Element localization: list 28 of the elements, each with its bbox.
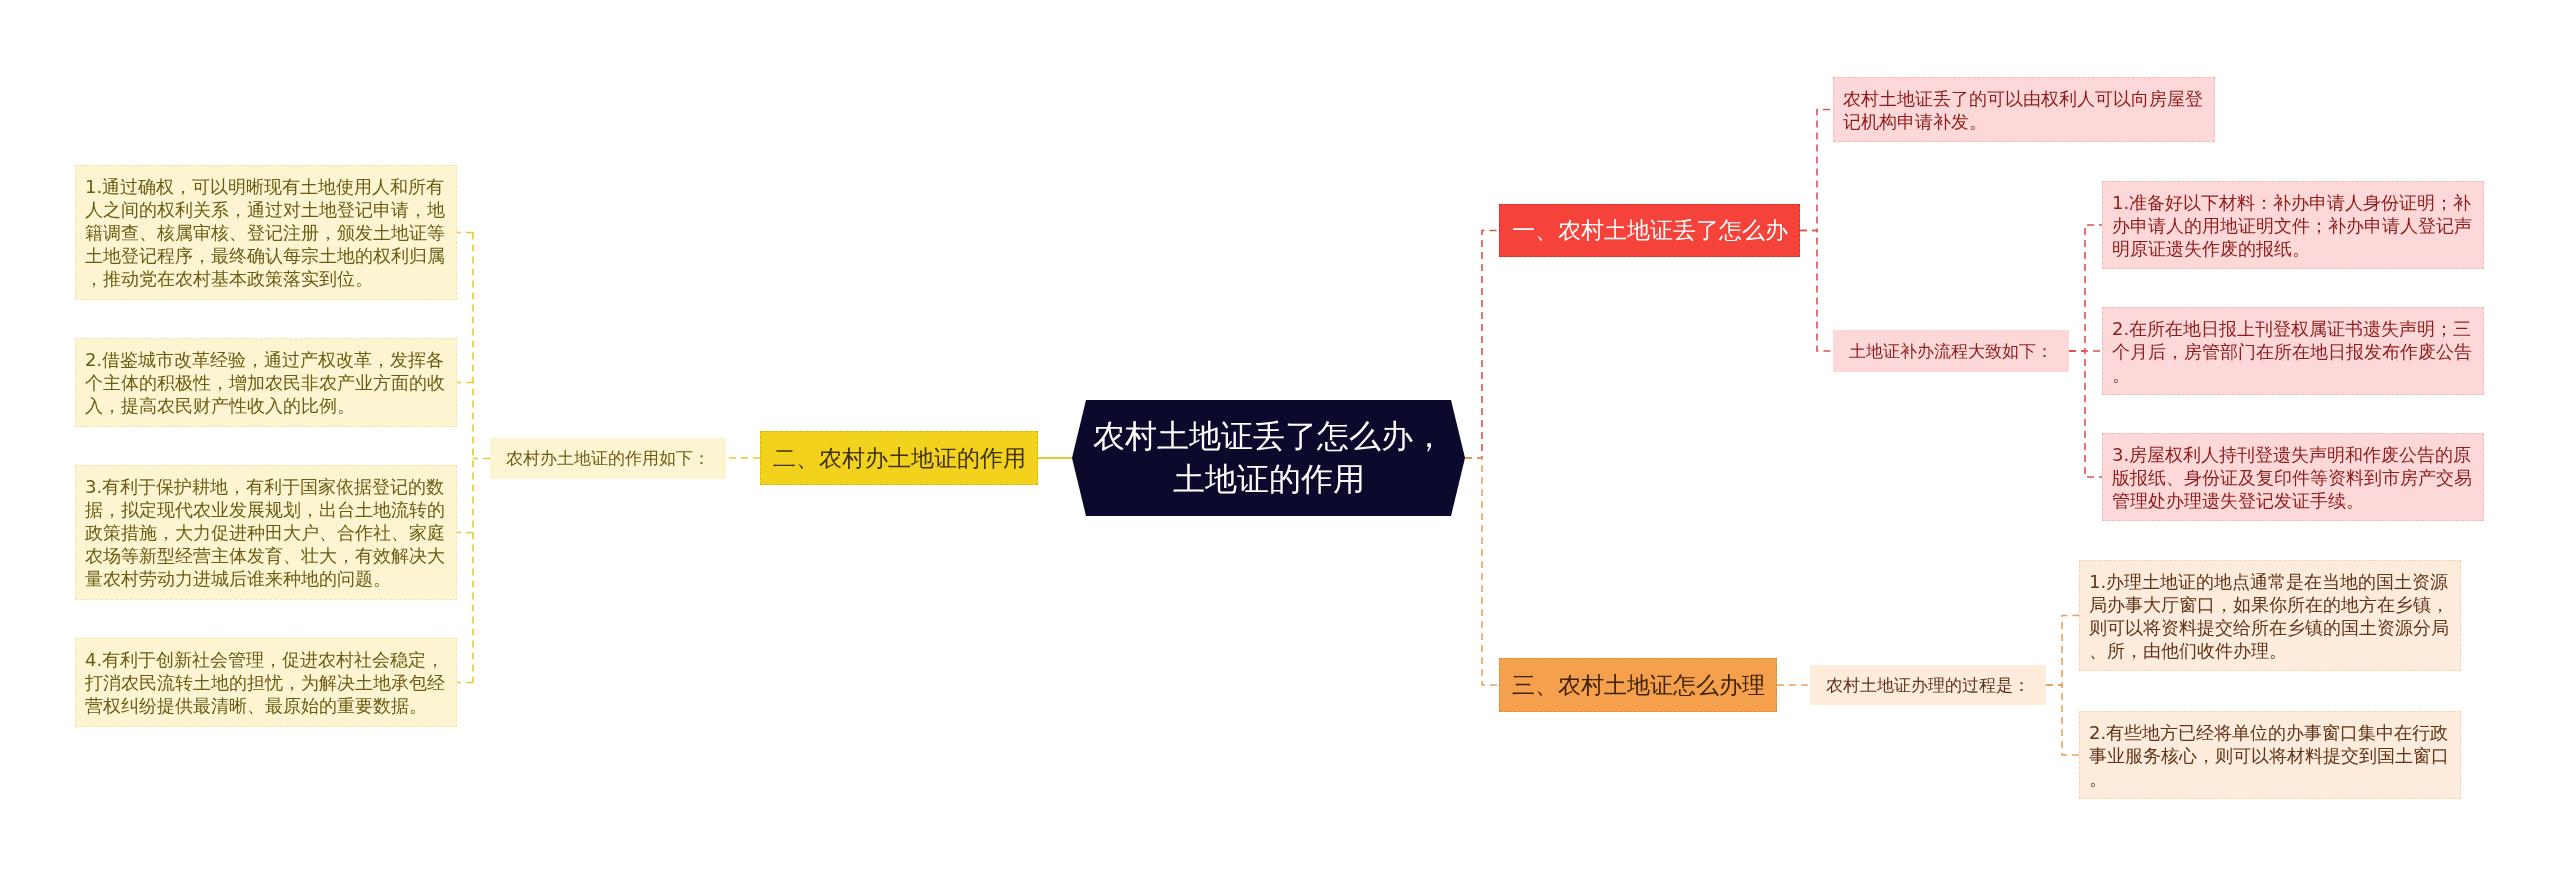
subtopic-box: 农村办土地证的作用如下： bbox=[490, 438, 726, 479]
connector-line bbox=[2045, 684, 2080, 756]
connector-line bbox=[1776, 684, 1811, 686]
topic-box: 三、农村土地证怎么办理 bbox=[1499, 658, 1777, 712]
note-box: 4.有利于创新社会管理，促进农村社会稳定，打消农民流转土地的担忧，为解决土地承包经营权纠纷提供最清晰、最原始的重要数据。 bbox=[75, 638, 457, 727]
note-box: 1.通过确权，可以明晰现有土地使用人和所有人之间的权利关系，通过对土地登记申请，地籍调查、核属审核、登记注册，颁发土地证等土地登记程序，最终确认每宗土地的权利归属，推动党在农村基本政策落实到位。 bbox=[75, 165, 457, 300]
subtopic-box: 农村土地证办理的过程是： bbox=[1810, 665, 2046, 705]
connector-line bbox=[456, 531, 474, 534]
central-topic-hexagon: 农村土地证丢了怎么办，土地证的作用 bbox=[1072, 400, 1465, 516]
topic-box: 二、农村办土地证的作用 bbox=[760, 431, 1038, 485]
connector-line bbox=[1037, 457, 1073, 459]
connector-line bbox=[472, 231, 491, 684]
connector-line bbox=[1799, 229, 1834, 352]
note-box: 1.办理土地证的地点通常是在当地的国土资源局办事大厅窗口，如果你所在的地方在乡镇，则可以将资料提交给所在乡镇的国土资源分局、所，由他们收件办理。 bbox=[2079, 560, 2461, 671]
subtopic-box: 土地证补办流程大致如下： bbox=[1833, 330, 2069, 372]
connector-line bbox=[456, 681, 474, 684]
note-box: 2.在所在地日报上刊登权属证书遗失声明；三个月后，房管部门在所在地日报发布作废公告。 bbox=[2102, 307, 2484, 395]
note-box: 2.有些地方已经将单位的办事窗口集中在行政事业服务核心，则可以将材料提交到国土窗口。 bbox=[2079, 711, 2461, 799]
note-box: 3.有利于保护耕地，有利于国家依据登记的数据，拟定现代农业发展规划，出台土地流转的政策措施，大力促进种田大户、合作社、家庭农场等新型经营主体发育、壮大，有效解决大量农村劳动力进城后谁来种地的问题。 bbox=[75, 465, 457, 600]
connector-line bbox=[2068, 350, 2103, 478]
note-box: 3.房屋权利人持刊登遗失声明和作废公告的原版报纸、身份证及复印件等资料到市房产交易管理处办理遗失登记发证手续。 bbox=[2102, 433, 2484, 521]
note-box: 2.借鉴城市改革经验，通过产权改革，发挥各个主体的积极性，增加农民非农产业方面的收入，提高农民财产性收入的比例。 bbox=[75, 338, 457, 427]
connector-line bbox=[456, 231, 474, 234]
topic-box: 一、农村土地证丢了怎么办 bbox=[1499, 204, 1800, 257]
connector-line bbox=[1464, 457, 1500, 686]
connector-line bbox=[456, 381, 474, 384]
note-box: 1.准备好以下材料：补办申请人身份证明；补办申请人的用地证明文件；补办申请人登记声明原证遗失作废的报纸。 bbox=[2102, 181, 2484, 269]
note-box: 农村土地证丢了的可以由权利人可以向房屋登记机构申请补发。 bbox=[1833, 77, 2215, 142]
